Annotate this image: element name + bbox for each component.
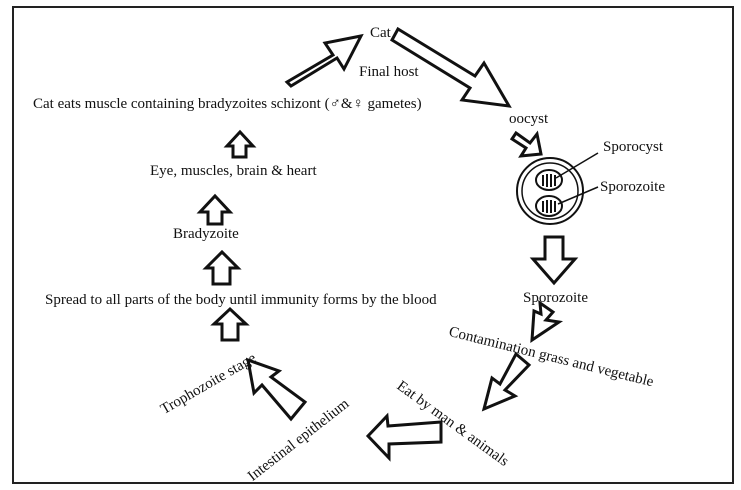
node-cat-eats-muscle: Cat eats muscle containing bradyzoites s… bbox=[33, 96, 422, 113]
sporocyst-top bbox=[536, 170, 562, 190]
arrow-to-contamination bbox=[532, 303, 559, 340]
arrow-to-eat bbox=[484, 354, 529, 409]
label-sporocyst: Sporocyst bbox=[603, 139, 663, 156]
node-cat: Cat bbox=[370, 25, 391, 42]
arrow-to-bradyzoite bbox=[206, 252, 238, 284]
arrow-to-eye bbox=[200, 196, 230, 224]
oocyst-illustration bbox=[517, 153, 598, 224]
node-oocyst: oocyst bbox=[509, 111, 548, 128]
arrow-oocyst-to-cyst bbox=[512, 133, 541, 156]
arrow-to-intestinal bbox=[368, 416, 441, 458]
node-bradyzoite: Bradyzoite bbox=[173, 226, 239, 243]
node-final-host: Final host bbox=[359, 64, 419, 81]
arrow-cyst-to-sporozoite bbox=[533, 237, 575, 283]
sporocyst-bottom bbox=[536, 196, 562, 216]
node-spread: Spread to all parts of the body until im… bbox=[45, 292, 437, 309]
arrow-to-spread bbox=[214, 309, 246, 340]
arrow-to-cat-eats bbox=[227, 132, 253, 157]
label-sporozoite: Sporozoite bbox=[600, 179, 665, 196]
arrow-to-cat bbox=[287, 36, 361, 86]
node-sporozoite: Sporozoite bbox=[523, 290, 588, 307]
node-eye-muscles-brain-heart: Eye, muscles, brain & heart bbox=[150, 163, 317, 180]
arrow-to-trophozoite bbox=[248, 360, 305, 419]
